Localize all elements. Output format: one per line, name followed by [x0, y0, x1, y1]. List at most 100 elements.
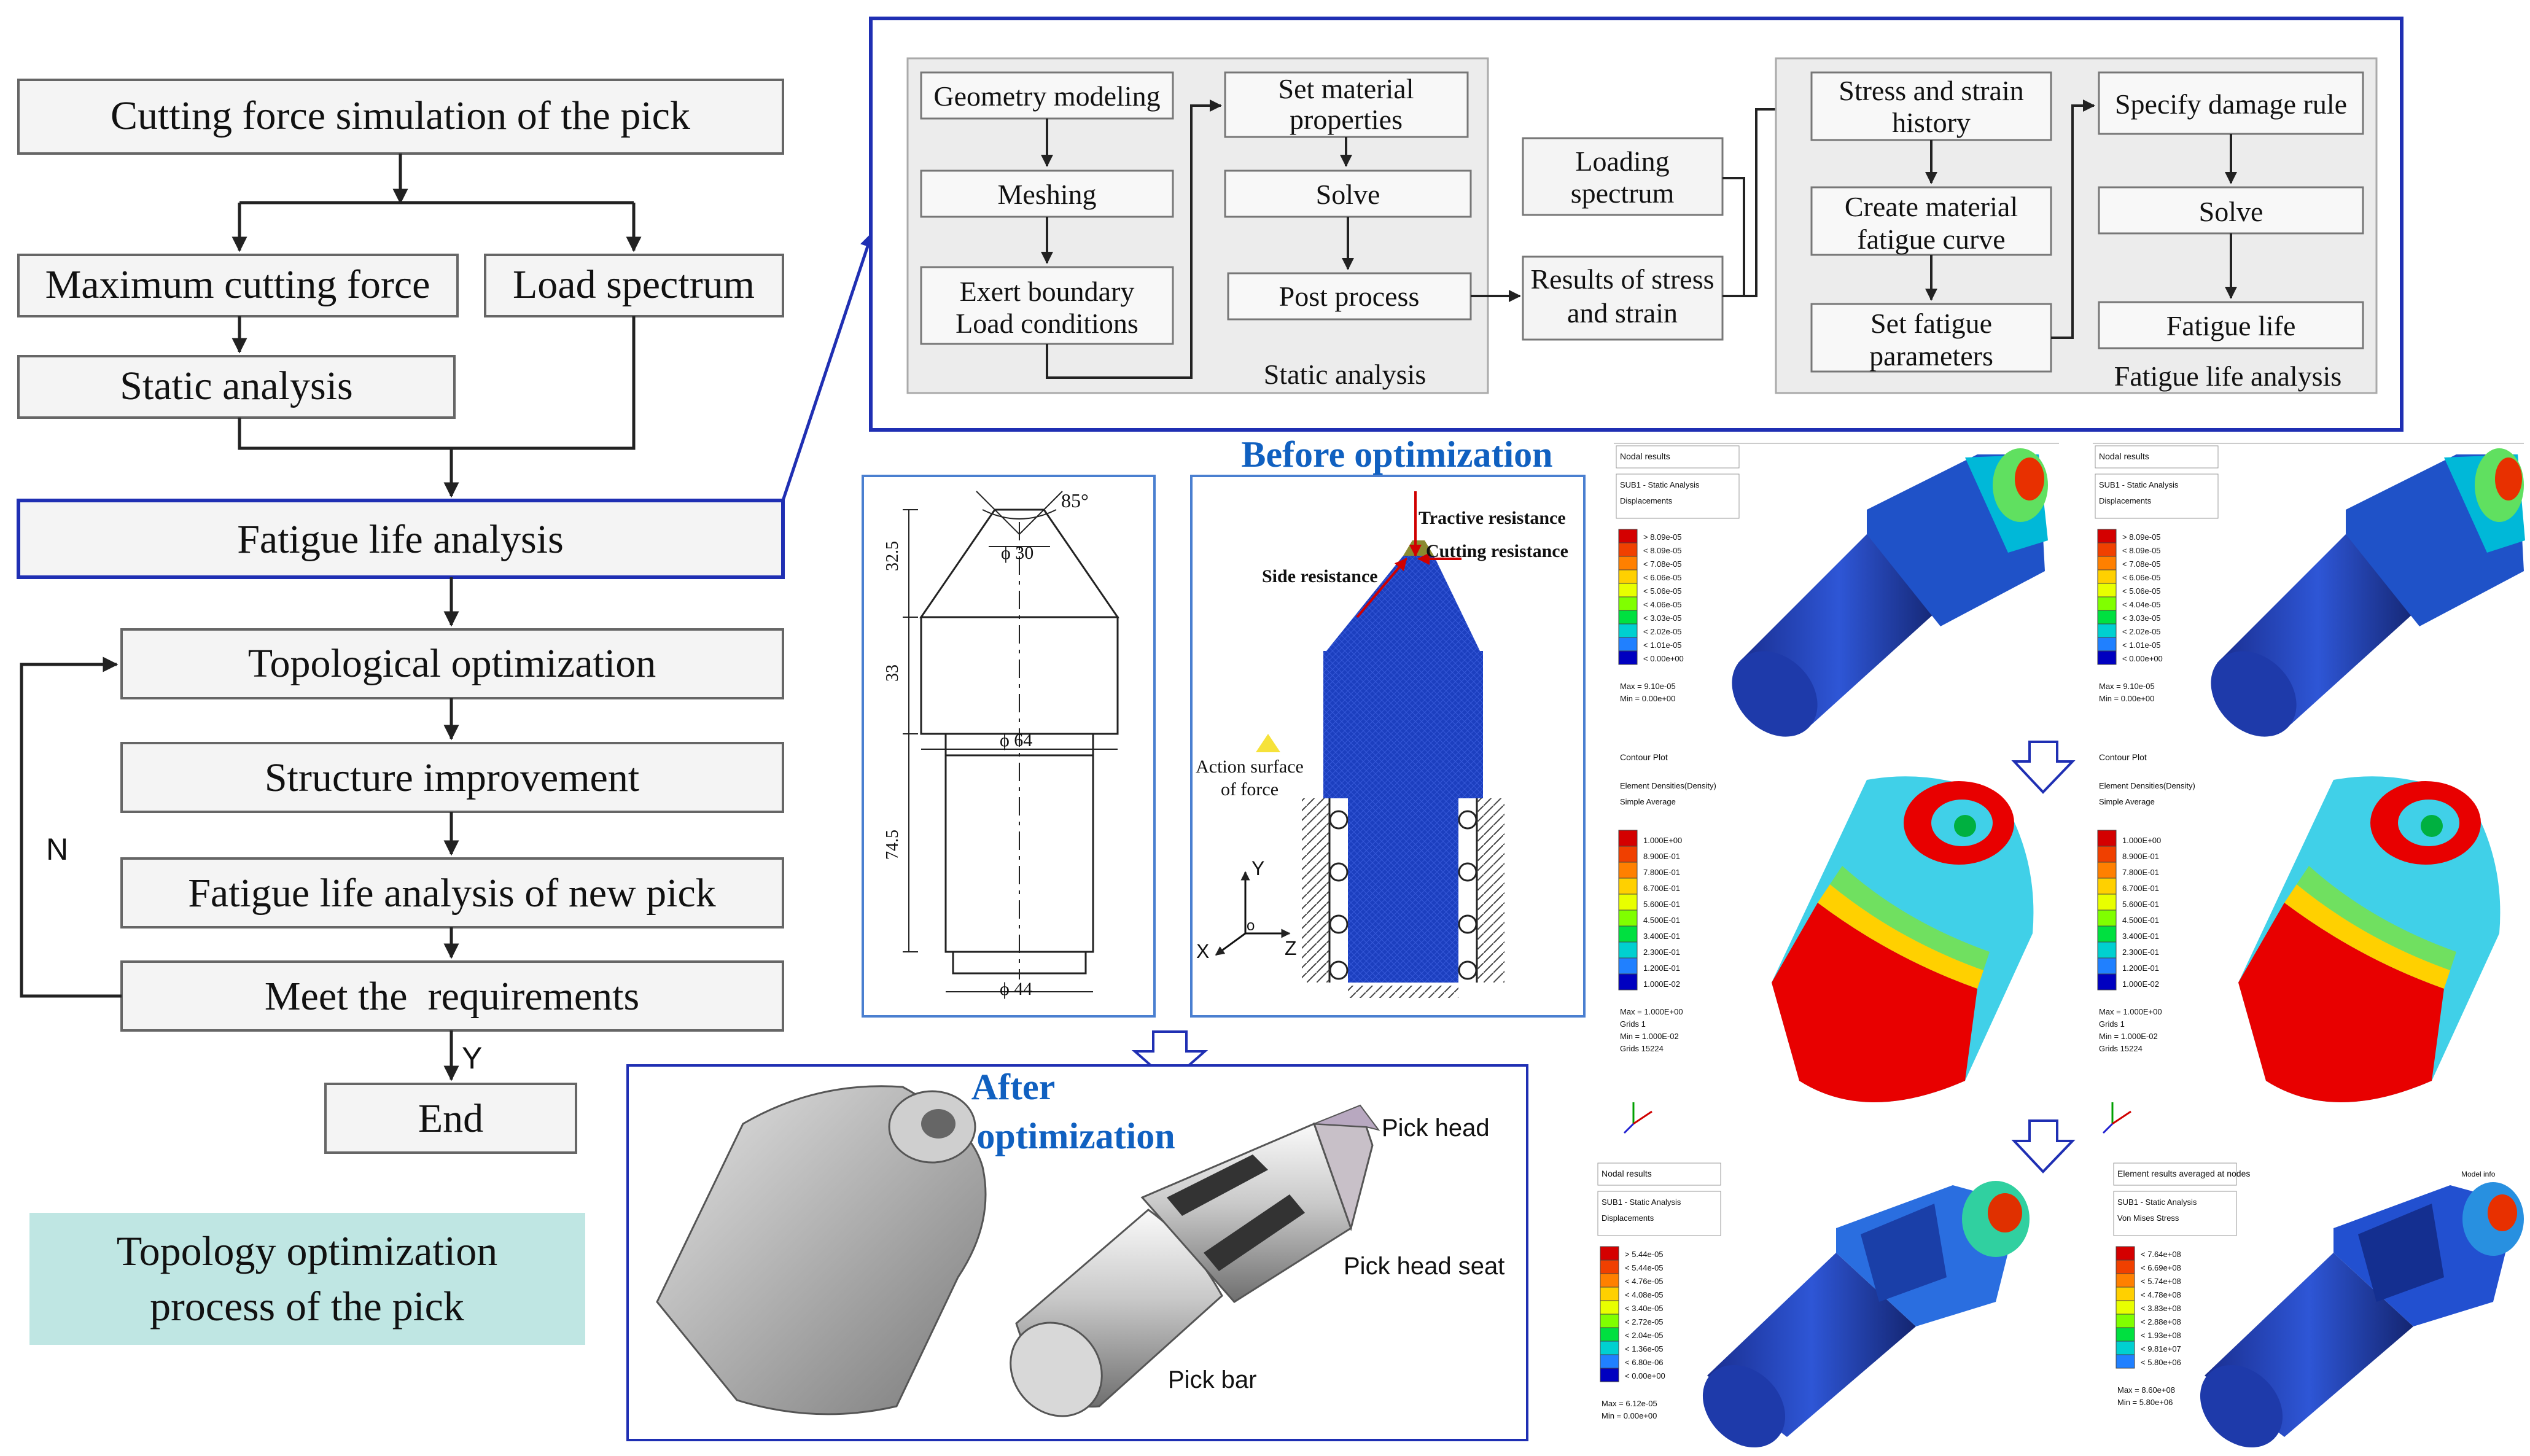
cutting-label: Cutting resistance — [1426, 541, 1568, 561]
legend-swatch — [2097, 862, 2117, 879]
d30-label: ϕ 30 — [1001, 543, 1033, 563]
legend-value: 3.400E-01 — [1643, 932, 1680, 941]
legend-value: < 9.81e+07 — [2141, 1344, 2181, 1353]
legend-swatch — [2115, 1354, 2135, 1369]
dimension-drawing: 85° ϕ 30 ϕ 64 ϕ 44 32.5 33 74.5 — [862, 475, 1156, 1018]
static-analysis-label: Static analysis — [120, 364, 352, 408]
legend-value: < 5.44e-05 — [1625, 1263, 1664, 1272]
set-material-label-1: Set material — [1279, 73, 1414, 104]
action-label-2: of force — [1221, 779, 1279, 800]
legend-value: < 1.36e-05 — [1625, 1344, 1664, 1353]
legend-swatch — [1600, 1368, 1619, 1382]
legend-value: 3.400E-01 — [2122, 932, 2159, 941]
geometry-modeling-label: Geometry modeling — [933, 80, 1160, 112]
legend-value: 5.600E-01 — [2122, 900, 2159, 909]
max-cutting-force-box — [17, 254, 459, 317]
legend-value: > 8.09e-05 — [1643, 532, 1682, 542]
legend-value: < 6.06e-05 — [1643, 573, 1682, 582]
legend-swatch — [1618, 909, 1638, 927]
legend-value: < 2.72e-05 — [1625, 1317, 1664, 1326]
legend-type: Displacements — [2099, 496, 2152, 505]
fatigue-life-analysis-box — [17, 499, 785, 579]
legend-header: Contour Plot — [1620, 752, 1668, 762]
legend-swatch — [2097, 542, 2117, 557]
legend-swatch — [1600, 1246, 1619, 1261]
legend-swatch — [1618, 556, 1638, 570]
legend-swatch — [1618, 583, 1638, 598]
post-process-label: Post process — [1279, 281, 1420, 312]
legend-swatch — [1618, 637, 1638, 652]
legend-swatch — [2115, 1314, 2135, 1328]
legend-value: < 6.69e+08 — [2141, 1263, 2181, 1272]
legend-swatch — [2097, 957, 2117, 975]
loading-spectrum-label-1: Loading — [1575, 146, 1669, 177]
meshing-label: Meshing — [998, 179, 1097, 210]
legend-swatch — [1600, 1287, 1619, 1301]
before-title: Before optimization — [1241, 434, 1552, 475]
legend-min: Min = 0.00e+00 — [2099, 694, 2154, 703]
d44-label: ϕ 44 — [1000, 979, 1032, 999]
legend-swatch — [1600, 1341, 1619, 1355]
legend-value: < 5.80e+06 — [2141, 1358, 2181, 1367]
legend-max: Max = 6.12e-05 — [1602, 1399, 1657, 1408]
label-y: Y — [462, 1041, 482, 1075]
legend-swatch — [1618, 623, 1638, 638]
fatigue-group-label: Fatigue life analysis — [2114, 360, 2341, 392]
legend-swatch — [1618, 957, 1638, 975]
legend-value: < 2.04e-05 — [1625, 1331, 1664, 1340]
legend-value: < 2.02e-05 — [1643, 627, 1682, 636]
legend-swatch — [2097, 569, 2117, 584]
meet-requirements-label: Meet the requirements — [265, 974, 639, 1019]
h33-label: 33 — [883, 664, 902, 682]
legend-value: 4.500E-01 — [2122, 916, 2159, 925]
legend-subcase: SUB1 - Static Analysis — [2099, 480, 2179, 489]
topological-optimization-box — [120, 628, 784, 699]
fatigue-life-new-pick-label: Fatigue life analysis of new pick — [188, 871, 716, 916]
legend-header: Nodal results — [1602, 1169, 1652, 1178]
legend-value: < 1.01e-05 — [2122, 640, 2161, 650]
fatigue-life-label: Fatigue life — [2166, 310, 2296, 341]
legend-swatch — [2097, 637, 2117, 652]
legend-max: Max = 9.10e-05 — [2099, 682, 2155, 691]
legend-swatch — [1618, 610, 1638, 625]
legend-value: 2.300E-01 — [1643, 948, 1680, 957]
legend-type: Displacements — [1602, 1213, 1654, 1223]
legend-swatch — [1618, 862, 1638, 879]
legend-value: < 3.83e+08 — [2141, 1304, 2181, 1313]
legend-swatch — [1618, 650, 1638, 665]
static-analysis-box — [17, 355, 456, 419]
legend-subcase: Element Densities(Density) — [2099, 781, 2195, 790]
results-label-2: and strain — [1567, 297, 1678, 329]
h74-label: 74.5 — [883, 830, 902, 860]
create-curve-label-2: fatigue curve — [1857, 224, 2005, 255]
down-hollow-arrow-icon — [2011, 1119, 2076, 1174]
legend-swatch — [1600, 1354, 1619, 1369]
legend-header: Contour Plot — [2099, 752, 2147, 762]
legend-swatch — [2115, 1300, 2135, 1315]
displacement-model-new-pick — [1702, 1181, 2030, 1448]
legend-swatch — [1618, 596, 1638, 611]
caption-panel: Topology optimization process of the pic… — [29, 1213, 585, 1345]
legend-value: < 6.80e-06 — [1625, 1358, 1664, 1367]
legend-swatch — [2115, 1273, 2135, 1288]
stress-model-new-pick — [2200, 1182, 2524, 1448]
legend-value: < 0.00e+00 — [1625, 1371, 1665, 1380]
down-hollow-arrow-icon — [2011, 741, 2076, 794]
legend-value: 1.200E-01 — [1643, 964, 1680, 973]
zoom-connector — [781, 232, 875, 501]
legend-subcase: SUB1 - Static Analysis — [2117, 1197, 2197, 1207]
detail-panel: Geometry modeling Set material propertie… — [869, 17, 2404, 432]
flowchart-connectors — [20, 154, 642, 1081]
legend-model-info: Model info — [2461, 1170, 2496, 1178]
triangle-marker-icon — [1256, 734, 1280, 752]
axis-x-label: X — [1196, 940, 1209, 962]
legend-value: < 3.40e-05 — [1625, 1304, 1664, 1313]
legend-value: < 0.00e+00 — [2122, 654, 2163, 663]
